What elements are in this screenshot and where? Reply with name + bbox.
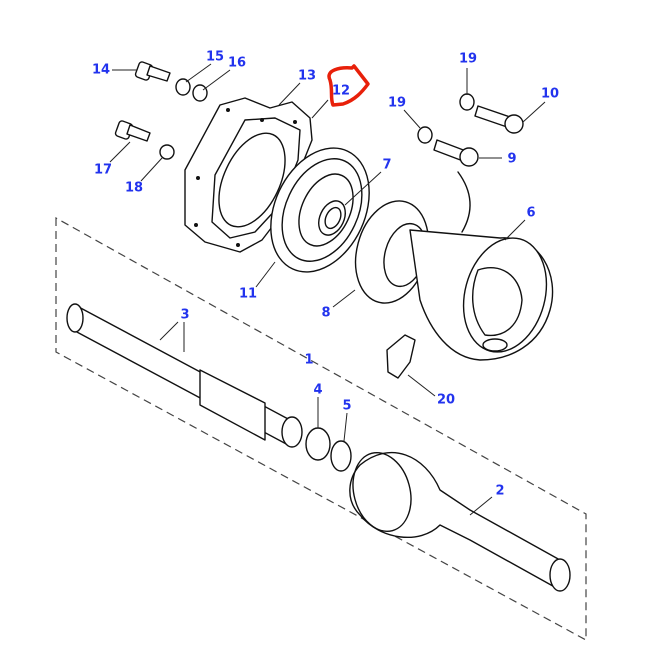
ring-4 <box>305 427 331 461</box>
label-13: 13 <box>298 69 316 84</box>
label-10: 10 <box>541 87 559 102</box>
label-14: 14 <box>92 63 110 78</box>
bolt-17 <box>114 120 151 142</box>
joint-housing-6 <box>409 229 554 361</box>
highlight-marker <box>327 64 370 107</box>
circlip-5 <box>330 440 352 472</box>
bearing-7 <box>318 200 346 236</box>
label-5: 5 <box>342 399 351 414</box>
label-1: 1 <box>304 353 313 368</box>
bolt-9 <box>433 139 479 167</box>
bracket-20 <box>386 334 416 379</box>
label-3: 3 <box>180 308 189 323</box>
cv-joint-2 <box>349 451 571 592</box>
label-20: 20 <box>437 393 455 408</box>
label-19-lower: 19 <box>388 96 406 111</box>
label-7: 7 <box>382 158 391 173</box>
label-18: 18 <box>125 181 143 196</box>
label-8: 8 <box>321 306 330 321</box>
label-4: 4 <box>313 383 322 398</box>
label-12: 12 <box>332 84 350 99</box>
leader-lines <box>109 63 546 516</box>
bolt-14 <box>134 61 171 82</box>
label-17: 17 <box>94 163 112 178</box>
washer-15 <box>175 78 191 96</box>
bolt-10 <box>474 105 524 134</box>
washer-16 <box>192 84 208 102</box>
seal-plate-11 <box>270 147 370 273</box>
label-6: 6 <box>526 206 535 221</box>
nut-18 <box>159 144 175 160</box>
label-2: 2 <box>495 484 504 499</box>
label-15: 15 <box>206 50 224 65</box>
label-19-upper: 19 <box>459 52 477 67</box>
shaft-3 <box>66 303 303 448</box>
washer-19-upper <box>459 93 475 111</box>
label-16: 16 <box>228 56 246 71</box>
washer-19-lower <box>417 126 433 144</box>
label-11: 11 <box>239 287 257 302</box>
label-9: 9 <box>507 152 516 167</box>
